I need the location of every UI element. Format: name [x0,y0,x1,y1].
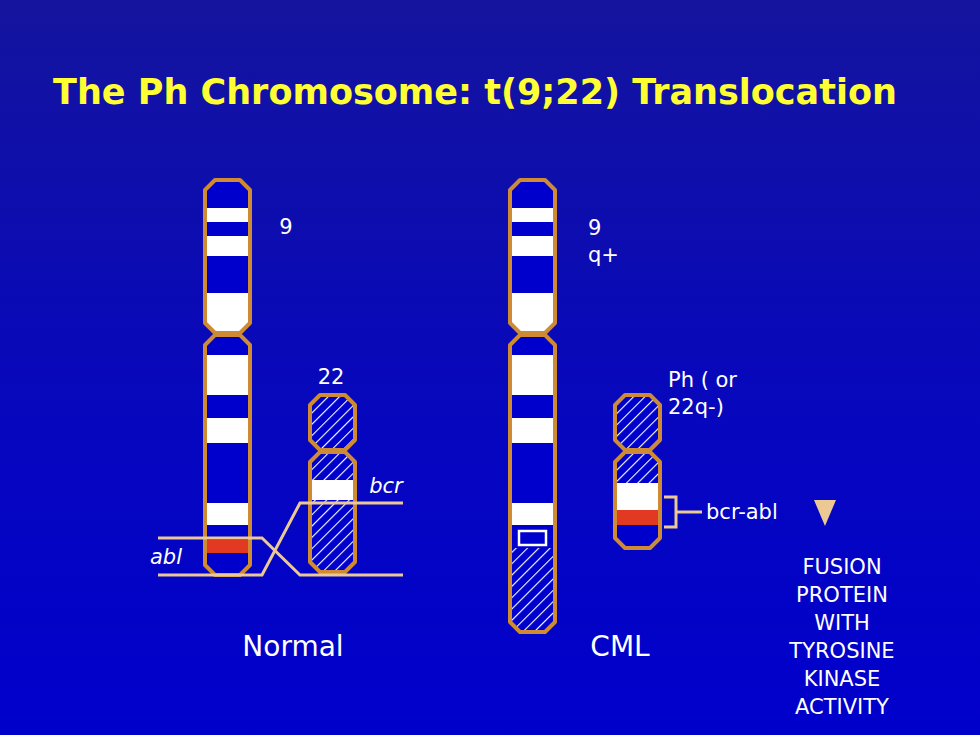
gene-name: abl [150,544,182,571]
chromosome-arm [508,335,557,632]
translocated-segment [519,531,546,545]
chromosome-band [613,395,662,450]
chromosome-band [613,483,662,510]
chromosome-band [508,548,557,632]
panel-caption: CML [590,629,649,665]
chromosome-band [613,510,662,525]
chromosome-arm [508,180,557,333]
chromosome-arm [613,395,662,450]
chromosome-arm [613,452,662,548]
chromosome-name: Ph ( or 22q-) [668,367,776,421]
arm-outline [510,335,555,632]
slide-title: The Ph Chromosome: t(9;22) Translocation [53,72,897,112]
arm-outline [310,452,355,572]
arm-outline [615,395,660,450]
triangle-symbol [814,500,836,526]
chromosome-arm [203,180,252,333]
chromosome-band [308,480,357,500]
arm-outline [510,180,555,333]
chromosome-arm [308,452,357,572]
arm-outline [205,180,250,333]
exchange-line [158,538,403,575]
chromosome-band [508,208,557,222]
chromosome-band [203,208,252,222]
chromosome-number: 9 [279,214,292,241]
gene-name: bcr [369,473,403,500]
chromosome-band [508,236,557,256]
chromosome-band [203,540,252,553]
fusion-gene-name: bcr-abl [706,499,778,526]
chromosome-band [203,355,252,395]
chromosome-band [308,395,357,450]
chromosome-band [203,503,252,525]
panel-caption: Normal [242,629,343,665]
chromosome-band [203,418,252,443]
annotation-note: FUSION PROTEIN WITH TYROSINE KINASE ACTI… [789,553,894,721]
bracket [664,497,702,527]
exchange-line [158,503,403,575]
arm-outline [310,395,355,450]
arm-outline [615,452,660,548]
chromosome-band [508,503,557,525]
chromosome-number: 22 [318,364,345,391]
chromosome-band [508,355,557,395]
chromosome-band [203,236,252,256]
chromosome-band [508,418,557,443]
chromosome-arm [308,395,357,450]
chromosome-number: 9 q+ [588,215,619,269]
chromosome-band [308,452,357,572]
